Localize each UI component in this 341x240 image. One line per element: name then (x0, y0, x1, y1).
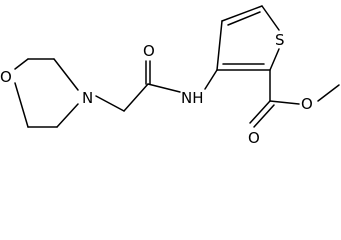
bond-ch2-carbonyl (123, 83, 149, 112)
bond-c4-o (14, 82, 29, 128)
amide-oxygen-label: O (143, 42, 155, 60)
bond-s-c2 (269, 48, 280, 71)
bond-c5-s (261, 5, 280, 31)
amide-nh-label: NH (181, 89, 204, 107)
ester-carbonyl-oxygen-label: O (248, 129, 260, 145)
bond-c2-n (53, 58, 79, 91)
chemical-structure-diagram: O N O NH S O O (0, 5, 340, 145)
morpholine-nitrogen-label: N (82, 89, 93, 107)
ester-carbonyl-bond-2 (253, 104, 275, 128)
acetamide-linker (95, 60, 181, 112)
bond-n-ch2 (95, 95, 125, 112)
bond-c4-c5-inner (227, 11, 261, 26)
morpholine-ring (14, 58, 79, 128)
ester-carbonyl-bond-1 (249, 100, 271, 124)
bond-methoxy-methyl (317, 84, 340, 102)
bond-c4-c5-outer (221, 5, 263, 22)
morpholine-oxygen-label: O (0, 68, 12, 86)
thiophene-sulfur-label: S (275, 31, 285, 49)
methyl-ester (249, 69, 340, 128)
bond-carbonyl-nh (147, 83, 181, 93)
bond-n-c3 (56, 103, 79, 128)
bond-o-c1 (14, 58, 29, 70)
bond-c3-c4 (216, 20, 223, 71)
bond-nh-c3 (204, 69, 218, 90)
bond-ester-ether-oxygen (269, 100, 300, 105)
thiophene-ring (204, 5, 280, 90)
ester-ether-oxygen-label: O (301, 95, 313, 113)
